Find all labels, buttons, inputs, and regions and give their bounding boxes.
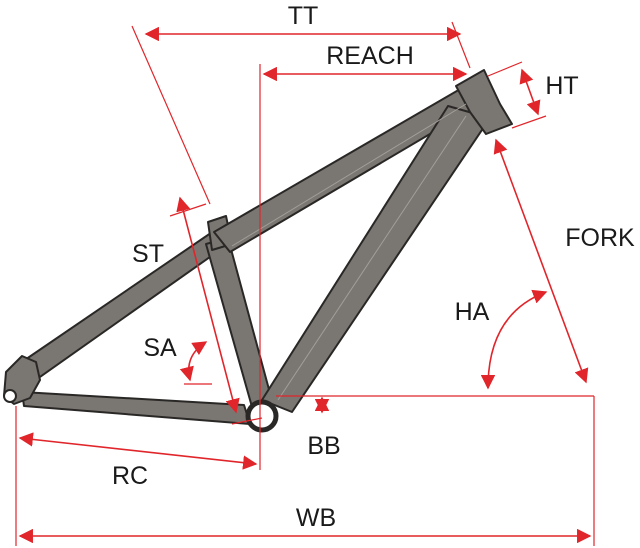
chainstay (21, 391, 251, 425)
head-tube (455, 69, 513, 135)
fork-dimension: FORK (493, 138, 635, 384)
bike-frame (3, 69, 513, 433)
rc-dimension: RC (15, 406, 258, 546)
ht-label: HT (545, 72, 578, 100)
seat-tube (205, 237, 275, 415)
ha-label: HA (455, 298, 490, 326)
top-tube-highlight (231, 103, 467, 247)
ha-dimension: HA (455, 289, 548, 390)
sa-label: SA (143, 334, 177, 362)
reach-dimension: REACH (259, 42, 468, 470)
ht-dimension: HT (487, 61, 579, 129)
tt-dimension: TT (131, 2, 471, 205)
bb-dimension: BB (231, 395, 594, 460)
sa-dimension: SA (143, 334, 212, 385)
wb-label: WB (296, 504, 336, 532)
dropout-axle-icon (3, 389, 17, 403)
down-tube-highlight (277, 115, 467, 401)
st-dimension: ST (132, 196, 240, 414)
reach-label: REACH (326, 42, 414, 70)
bb-label: BB (307, 432, 340, 460)
st-label: ST (132, 240, 164, 268)
seatstay (15, 223, 235, 385)
bottom-bracket-shell (245, 399, 279, 433)
rc-label: RC (112, 462, 148, 490)
tt-label: TT (288, 2, 319, 30)
wb-dimension: WB (18, 396, 595, 546)
fork-label: FORK (565, 224, 635, 252)
